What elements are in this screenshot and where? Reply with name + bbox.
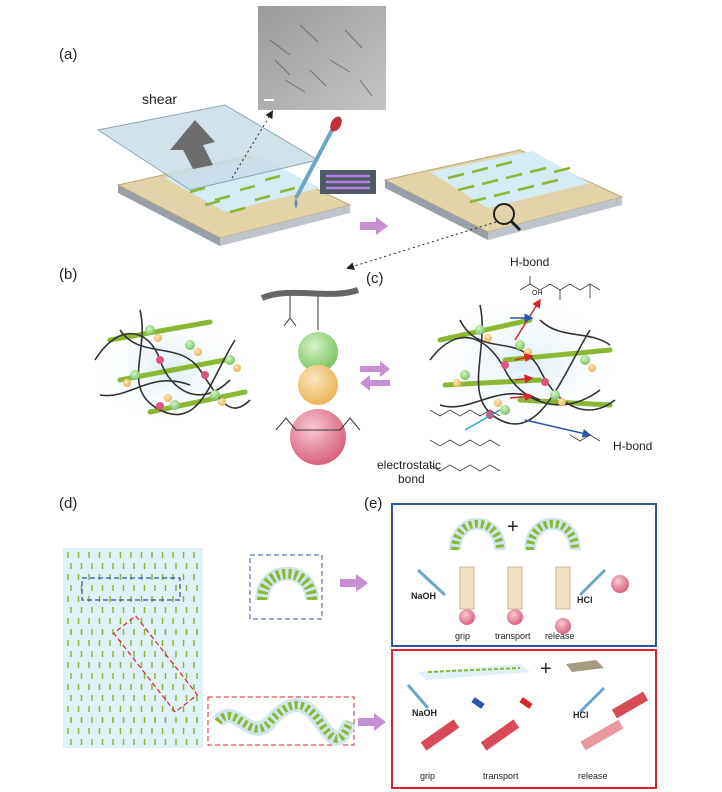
hcl-red-label: HCl	[573, 710, 589, 720]
polymer-backbone	[260, 287, 360, 301]
magnifier-icon	[493, 203, 515, 225]
shear-arrow	[170, 120, 215, 169]
released-ball	[611, 575, 629, 593]
panel-label-e: (e)	[364, 495, 383, 512]
bond-label: bond	[398, 472, 425, 486]
panel-b-graphic	[82, 287, 390, 465]
shear-label: shear	[142, 91, 178, 107]
electrostatic-label: electrostatic	[377, 458, 442, 472]
device-left-fibers	[189, 174, 296, 214]
naoh-blue-label: NaOH	[411, 591, 437, 601]
panel-label-d: (d)	[59, 495, 78, 512]
transport-red-label: transport	[483, 771, 519, 781]
tem-rods	[269, 24, 373, 97]
chem-structure-left	[429, 409, 501, 472]
release-red-label: release	[578, 771, 608, 781]
arrow-d-blue	[340, 574, 368, 592]
panel-a-graphic	[96, 6, 624, 271]
grip-blue-label: grip	[455, 631, 471, 641]
hcl-pipette-blue	[578, 568, 607, 597]
dumbbells	[420, 691, 649, 751]
hcl-pipette-red	[578, 686, 606, 714]
crosslinker-monomer	[290, 409, 346, 465]
naoh-pipette-red	[406, 684, 430, 709]
naoh-pipette-blue	[416, 568, 447, 597]
blue-strip-box	[249, 554, 323, 620]
red-strip-box	[207, 696, 355, 746]
panel-label-b: (b)	[59, 266, 78, 283]
panel-c-graphic	[425, 276, 625, 472]
h-bond-top-label: H-bond	[510, 255, 550, 269]
panel-d-graphic	[63, 548, 386, 748]
panel-label-a: (a)	[59, 46, 78, 63]
h-bond-right-label: H-bond	[613, 439, 653, 453]
magnets	[471, 697, 533, 709]
tem-micrograph	[258, 6, 386, 110]
cationic-monomer	[298, 332, 338, 372]
polymer-chains-c	[429, 304, 616, 425]
transport-blue-label: transport	[495, 631, 531, 641]
device-right-fibers	[447, 160, 571, 204]
arrow-a	[360, 217, 388, 235]
blue-gripper-box	[391, 503, 657, 647]
arrow-d-red	[358, 713, 386, 731]
blue-strip-arch	[255, 566, 319, 601]
grip-red-label: grip	[420, 771, 436, 781]
cut-blue	[81, 577, 181, 601]
gripper-rods-blue	[459, 566, 629, 634]
red-gripper-box	[391, 649, 657, 789]
sulfonate-monomer	[298, 365, 338, 405]
arrow-forward	[360, 361, 390, 377]
film-sheet	[63, 548, 203, 748]
naoh-red-label: NaOH	[412, 708, 438, 718]
beads-c	[453, 325, 596, 419]
chem-structure-right	[569, 434, 601, 442]
cut-red	[112, 615, 199, 713]
panel-label-c: (c)	[366, 270, 384, 287]
substrate-plate	[566, 660, 604, 672]
plus-red: +	[540, 658, 552, 680]
beads-b	[123, 325, 241, 410]
hcl-blue-label: HCl	[577, 595, 593, 605]
arrow-backward	[360, 375, 390, 391]
release-blue-label: release	[545, 631, 575, 641]
oh-label: OH	[532, 290, 543, 297]
film-fibers	[67, 552, 198, 745]
chem-structure-top	[519, 276, 601, 300]
pipette	[294, 129, 334, 199]
plus-blue: +	[507, 516, 519, 538]
panel-e-graphic	[391, 503, 657, 789]
